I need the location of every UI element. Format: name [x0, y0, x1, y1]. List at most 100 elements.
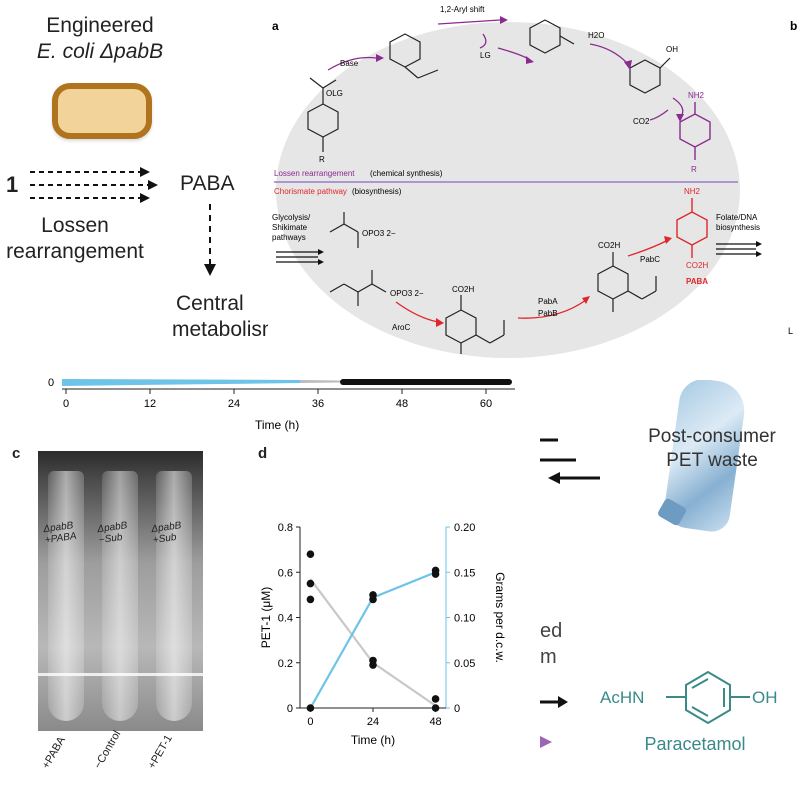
right-y-tick-label: 0 [454, 703, 460, 715]
tubes-photo: ΔpabB +PABA ΔpabB −Sub ΔpabB +Sub [38, 451, 203, 731]
dashed-down-arrow-icon [204, 204, 216, 276]
tube-1 [48, 471, 84, 721]
left-y-tick-label: 0.4 [278, 613, 293, 625]
start-r-label: R [319, 155, 325, 164]
x-tick-label: 48 [429, 716, 441, 728]
x-label: Time (h) [351, 733, 395, 747]
timeline-tick-label: 48 [396, 398, 408, 410]
compound-number: 1 [6, 172, 19, 197]
paba-label: PABA [180, 172, 235, 195]
co2h-label-1: CO2H [452, 285, 474, 294]
pet-data-point [431, 695, 440, 703]
pabb-label: PabB [538, 309, 558, 318]
right-y-tick-label: 0.20 [454, 522, 475, 534]
media-line [38, 673, 203, 676]
left-y-tick-label: 0.2 [278, 658, 293, 670]
timeline-tick-label: 60 [480, 398, 492, 410]
panel-d-label: d [258, 445, 268, 462]
tube-2 [102, 471, 138, 721]
panel-c-label: c [12, 445, 21, 462]
panel-d: d 0 0.2 0.4 0.6 0.8 0 0.05 0.10 0.15 0.20 0 24 48 PET… [250, 435, 540, 800]
grams-data-point [306, 704, 315, 712]
right-y-tick-label: 0.05 [454, 658, 475, 670]
grams-data-point [369, 595, 377, 604]
panel-c: c ΔpabB +PABA ΔpabB −Sub ΔpabB +Sub +PAB… [0, 435, 250, 800]
timeline-y0: 0 [48, 377, 54, 389]
x-tick-label: 24 [367, 716, 379, 728]
timeline-xlabel: Time (h) [255, 418, 299, 432]
grams-data-point [431, 570, 440, 578]
rearrangement-label: rearrangement [6, 240, 144, 263]
dna-biosynthesis-label: biosynthesis [716, 223, 760, 232]
panel-b-label: b [790, 19, 797, 33]
right-arrows [540, 438, 600, 748]
pet-data-point [369, 661, 377, 669]
left-panel: Engineered E. coli ΔpabB 1 Lossen rearra… [0, 0, 268, 365]
aryl-shift-label: 1,2-Aryl shift [440, 5, 485, 14]
pet-chart: 0 0.2 0.4 0.6 0.8 0 0.05 0.10 0.15 0.20 0 24 48 PET-1… [259, 522, 507, 747]
olg-label: OLG [326, 89, 343, 98]
tube-label-control: −Control [92, 728, 124, 771]
right-y-label: Grams per d.c.w. [493, 572, 507, 663]
engineered-title: Engineered [46, 14, 154, 37]
right-panel: Post-consumer PET waste ed m AcHN OH Par… [540, 380, 800, 800]
nh2-paba-label: NH2 [684, 187, 701, 196]
co2-label: CO2 [633, 117, 650, 126]
timeline-panel: 0 0 12 24 36 48 60 Time (h) [0, 365, 540, 435]
lossen-label: Lossen [41, 214, 109, 237]
pet-data-point [431, 704, 440, 712]
paba-label-a-top: PabA [538, 297, 558, 306]
oh-label: OH [666, 45, 678, 54]
tube-label-pet: +PET-1 [146, 732, 175, 771]
pet-data-point [306, 579, 315, 588]
lg-label: LG [480, 51, 491, 60]
nh2-label: NH2 [688, 91, 705, 100]
pathway-diagram: a b Base 1,2-Aryl shift LG H2O CO2 NH2 R… [272, 5, 797, 358]
panel-a-label: a [272, 19, 279, 33]
chorismate-section-label: Chorismate pathway [274, 187, 347, 196]
timeline-axis: 0 0 12 24 36 48 60 Time (h) [48, 377, 515, 432]
waste-label-1: Post-consumer [648, 426, 776, 447]
pabc-label: PabC [640, 255, 660, 264]
paracetamol-structure: AcHN OH [600, 670, 778, 725]
timeline-tick-label: 36 [312, 398, 324, 410]
left-y-tick-label: 0.8 [278, 522, 293, 534]
pet-data-point [306, 595, 315, 604]
achn-label: AcHN [600, 688, 644, 707]
glycolysis-label: Glycolysis/ [272, 213, 311, 222]
paba-product-label: PABA [686, 277, 708, 286]
tube-label-paba: +PABA [40, 734, 68, 771]
pathways-label: pathways [272, 233, 306, 242]
waste-label-2: PET waste [666, 450, 758, 471]
lossen-section-label: Lossen rearrangement [274, 169, 355, 178]
dashed-arrows-icon [30, 167, 158, 203]
opo3-label-2: OPO3 2− [390, 289, 424, 298]
left-y-tick-label: 0 [287, 703, 293, 715]
r-label: R [691, 165, 697, 174]
timeline-tick-label: 12 [144, 398, 156, 410]
l-mark: L [788, 326, 793, 336]
base-label: Base [340, 59, 359, 68]
pet-data-point [306, 550, 315, 558]
central-label: Central [176, 292, 244, 315]
x-tick-label: 0 [307, 716, 313, 728]
co2h-label-2: CO2H [598, 241, 620, 250]
shikimate-label: Shikimate [272, 223, 308, 232]
partial-text-1: ed [540, 620, 563, 642]
tube-3 [156, 471, 192, 721]
oh-label-para: OH [752, 688, 778, 707]
right-y-tick-label: 0.15 [454, 567, 475, 579]
strain-title: E. coli ΔpabB [36, 40, 164, 63]
timeline-tick-label: 0 [63, 398, 69, 410]
right-y-tick-label: 0.10 [454, 613, 475, 625]
left-y-tick-label: 0.6 [278, 567, 293, 579]
partial-text-2: m [540, 646, 557, 668]
opo3-label-1: OPO3 2− [362, 229, 396, 238]
left-y-label: PET-1 (μM) [259, 587, 273, 649]
panel-a: a b Base 1,2-Aryl shift LG H2O CO2 NH2 R… [268, 0, 800, 365]
timeline-tick-label: 24 [228, 398, 240, 410]
paracetamol-label: Paracetamol [644, 734, 746, 754]
aroc-label: AroC [392, 323, 410, 332]
chorismate-section-suffix: (biosynthesis) [352, 187, 402, 196]
metabolism-label: metabolism [172, 318, 268, 341]
